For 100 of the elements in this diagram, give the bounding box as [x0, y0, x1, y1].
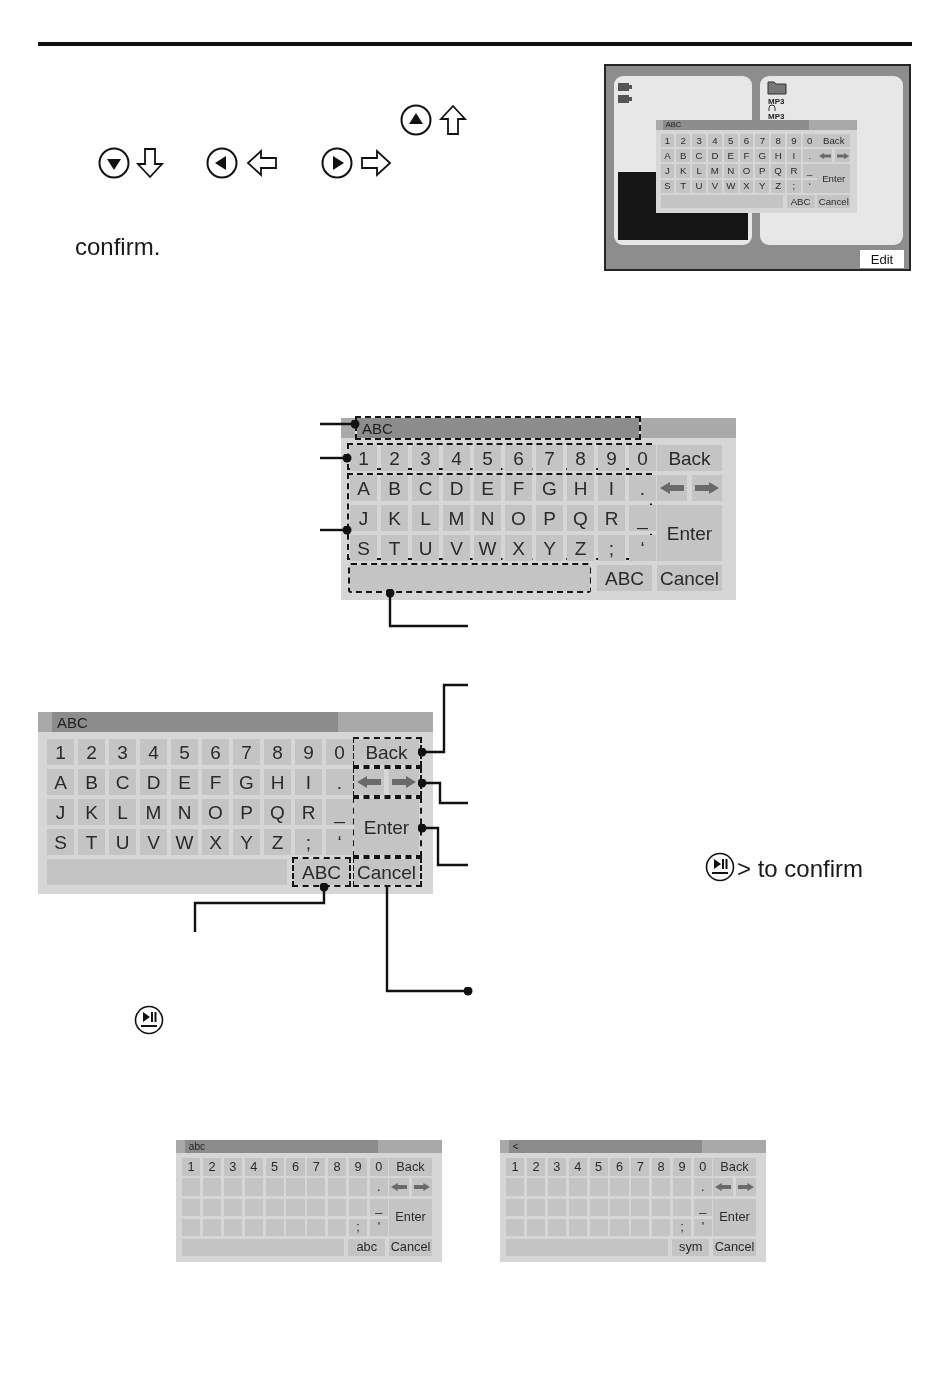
keyboard-key: P	[233, 799, 260, 825]
keyboard-key: .	[369, 1178, 388, 1196]
keyboard-key: A	[350, 475, 377, 501]
keyboard-key: A	[660, 149, 675, 163]
keyboard-key: 6	[739, 133, 754, 147]
dashed-highlight-box	[353, 767, 422, 797]
keyboard-key: F	[739, 149, 754, 163]
keyboard-key: E	[171, 769, 198, 795]
keyboard-key: 0	[629, 445, 656, 471]
input-field: <	[509, 1140, 702, 1154]
keyboard-key: 4	[443, 445, 470, 471]
keyboard-key: I	[787, 149, 801, 163]
keyboard-key: 1	[47, 739, 74, 765]
keyboard-key: 5	[589, 1158, 608, 1176]
keyboard-key: 6	[505, 445, 532, 471]
keyboard-key: P	[755, 164, 770, 178]
keyboard-key: S	[47, 829, 74, 855]
keyboard-key: abc	[348, 1238, 386, 1257]
keyboard-key: A	[47, 769, 74, 795]
keyboard-key: L	[412, 505, 439, 531]
keyboard-key: Z	[264, 829, 291, 855]
keyboard-key: M	[443, 505, 470, 531]
keyboard-key: D	[443, 475, 470, 501]
keyboard-key: .	[629, 475, 656, 501]
keyboard-key: 2	[676, 133, 691, 147]
keyboard-key: Y	[755, 179, 770, 193]
keyboard-key: ;	[672, 1218, 692, 1237]
keyboard-key: 6	[202, 739, 229, 765]
keyboard-panel	[656, 120, 858, 213]
keyboard-key: H	[264, 769, 291, 795]
keyboard-key: L	[109, 799, 136, 825]
keyboard-key: 8	[771, 133, 785, 147]
keyboard-key: 9	[787, 133, 801, 147]
keyboard-key: 5	[474, 445, 501, 471]
keyboard-key: H	[567, 475, 594, 501]
file-type-label: MP3	[768, 98, 785, 106]
keyboard-key: J	[47, 799, 74, 825]
keyboard-key: B	[676, 149, 691, 163]
keyboard-key: _	[629, 505, 656, 531]
keyboard-key: .	[802, 149, 817, 163]
keyboard-key: 8	[328, 1158, 347, 1176]
keyboard-key: Y	[233, 829, 260, 855]
leader-line	[320, 419, 360, 429]
keyboard-key: K	[381, 505, 408, 531]
keyboard-key: D	[140, 769, 167, 795]
keyboard-key: T	[381, 535, 408, 561]
keyboard-key: 9	[672, 1158, 692, 1176]
keyboard-key: 6	[610, 1158, 629, 1176]
keyboard-key: D	[708, 149, 722, 163]
keyboard-key: W	[474, 535, 501, 561]
keyboard-key: T	[78, 829, 105, 855]
keyboard-key: 3	[109, 739, 136, 765]
keyboard-key: O	[739, 164, 754, 178]
keyboard-key: ‘	[629, 535, 656, 561]
keyboard-key: Z	[567, 535, 594, 561]
keyboard-key: _	[693, 1198, 712, 1217]
keyboard-key: 2	[526, 1158, 546, 1176]
keyboard-key: .	[693, 1178, 712, 1196]
keyboard-key: ;	[348, 1218, 368, 1237]
keyboard-key: V	[443, 535, 470, 561]
instruction-text: confirm.	[75, 233, 161, 261]
keyboard-key: Cancel	[657, 565, 722, 591]
keyboard-key: Back	[354, 739, 419, 765]
keyboard-key: 1	[506, 1158, 525, 1176]
keyboard-key: ;	[598, 535, 625, 561]
keyboard-key: 3	[692, 133, 706, 147]
keyboard-key: E	[723, 149, 738, 163]
keyboard-key: U	[109, 829, 136, 855]
keyboard-key: ABC	[597, 565, 652, 591]
keyboard-panel	[38, 712, 433, 894]
keyboard-key: K	[78, 799, 105, 825]
screen-frame	[604, 64, 911, 271]
leader-line	[320, 453, 352, 463]
keyboard-key: 8	[652, 1158, 671, 1176]
keyboard-key: M	[708, 164, 722, 178]
keyboard-key: 2	[381, 445, 408, 471]
keyboard-key: 5	[171, 739, 198, 765]
keyboard-key: 4	[244, 1158, 263, 1176]
keyboard-key: G	[536, 475, 563, 501]
keyboard-key: V	[140, 829, 167, 855]
keyboard-key: 0	[369, 1158, 388, 1176]
keyboard-key: 7	[536, 445, 563, 471]
keyboard-key: 0	[802, 133, 817, 147]
keyboard-key: 2	[202, 1158, 222, 1176]
keyboard-key: Back	[657, 445, 722, 471]
keyboard-key: Enter	[388, 1198, 433, 1237]
keyboard-key: R	[787, 164, 801, 178]
input-field: ABC	[357, 418, 639, 438]
keyboard-key: Enter	[354, 799, 419, 855]
keyboard-key: Enter	[817, 164, 851, 193]
keyboard-key: Q	[771, 164, 785, 178]
keyboard-key: ;	[787, 179, 801, 193]
keyboard-key: P	[536, 505, 563, 531]
keyboard-key: X	[202, 829, 229, 855]
keyboard-key: T	[676, 179, 691, 193]
keyboard-key: 0	[326, 739, 353, 765]
keyboard-key: 7	[307, 1158, 326, 1176]
keyboard-key: X	[739, 179, 754, 193]
keyboard-key: J	[350, 505, 377, 531]
keyboard-key: Q	[567, 505, 594, 531]
